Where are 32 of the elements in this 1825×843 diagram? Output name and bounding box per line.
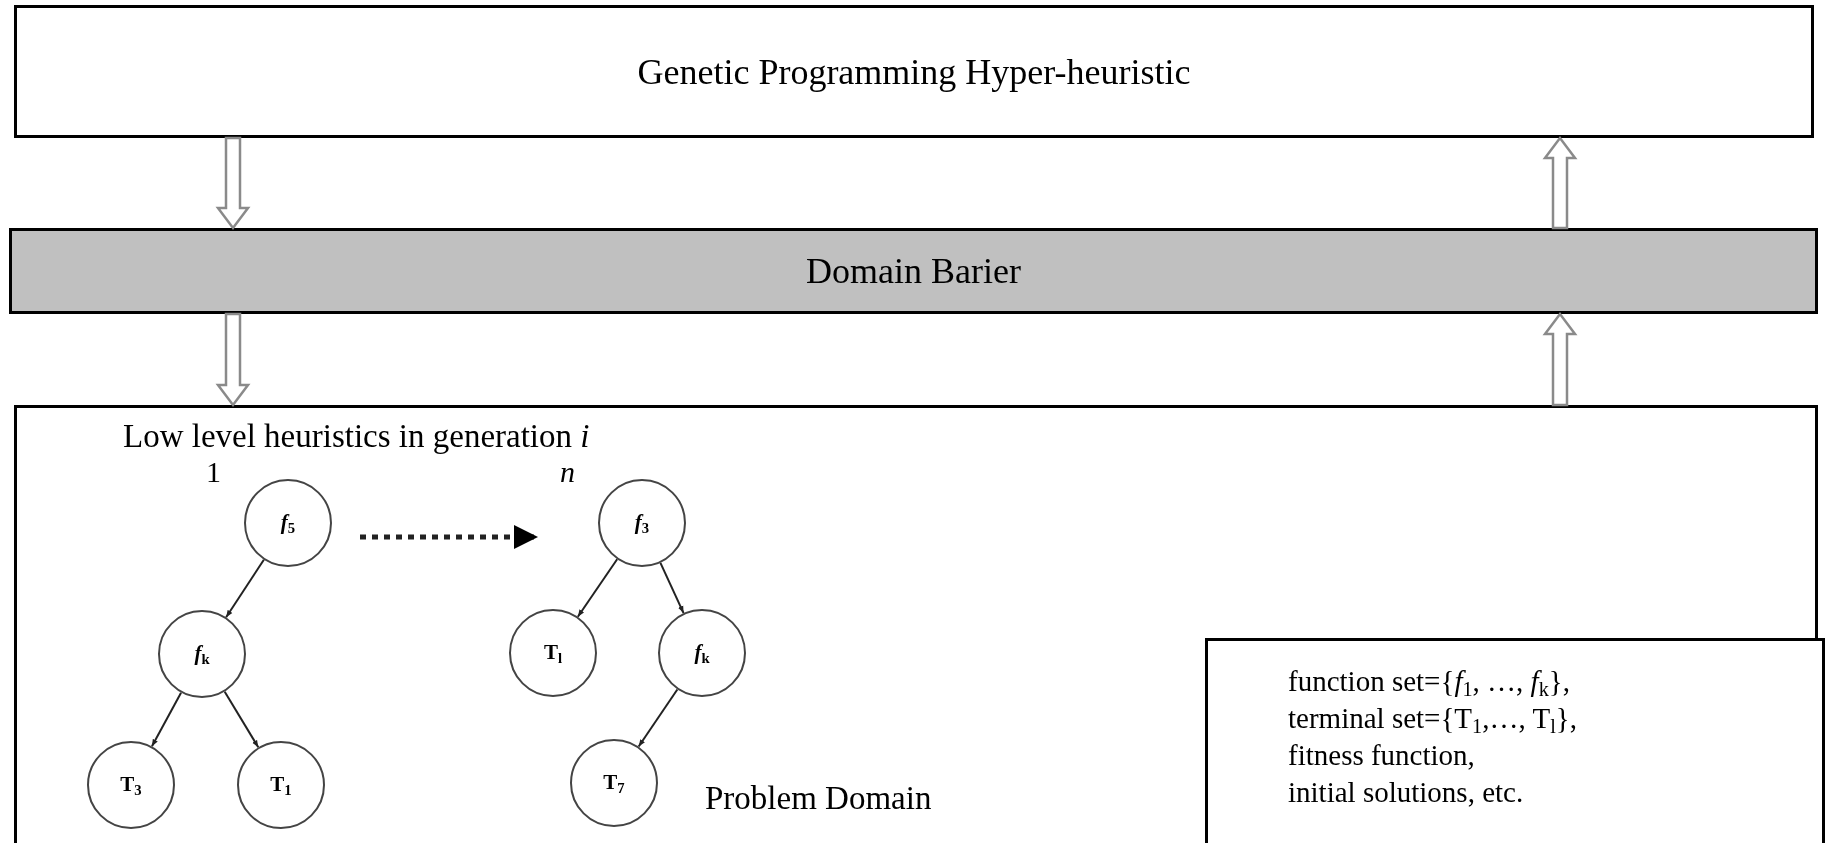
domain-label: Problem Domain	[705, 780, 932, 817]
tree-index: 1	[206, 455, 221, 489]
hollow-arrow	[1542, 311, 1578, 407]
barrier-band	[9, 228, 1818, 314]
node-label: T$_{l}$	[543, 639, 563, 667]
node-label: f$_{k}$	[194, 640, 210, 668]
tree-branch-arrow	[150, 691, 183, 748]
node-label: T$_{3}$	[120, 771, 142, 799]
tree-branch-arrow	[637, 688, 679, 748]
tree-branch-arrow	[576, 558, 619, 618]
node-label: f$_{5}$	[280, 509, 296, 537]
set-description-line: function set={f$_{1}$, …, f$_{k}$},	[1288, 665, 1570, 702]
node-label: T$_{7}$	[603, 769, 625, 797]
hollow-arrow	[215, 136, 251, 231]
set-description-line: fitness function,	[1288, 739, 1475, 772]
tree-index: n	[560, 455, 575, 489]
dotted-arrow	[360, 525, 538, 549]
tree-branch-arrow	[659, 561, 685, 615]
node-label: T$_{1}$	[270, 771, 292, 799]
set-description-line: terminal set={T$_{1}$,…, T$_{l}$},	[1288, 702, 1577, 739]
tree-branch-arrow	[225, 558, 265, 619]
section-heading: Low level heuristics in generation i	[123, 418, 590, 455]
process-box	[14, 5, 1814, 138]
box-title: Domain Barier	[805, 250, 1022, 292]
set-description-line: initial solutions, etc.	[1288, 776, 1524, 809]
hollow-arrow	[1542, 135, 1578, 230]
hollow-arrow	[215, 312, 251, 408]
tree-branch-arrow	[223, 690, 260, 749]
node-label: f$_{3}$	[634, 509, 650, 537]
box-title: Genetic Programming Hyper-heuristic	[636, 50, 1192, 93]
info-box	[1205, 638, 1825, 843]
node-label: f$_{k}$	[694, 639, 710, 667]
